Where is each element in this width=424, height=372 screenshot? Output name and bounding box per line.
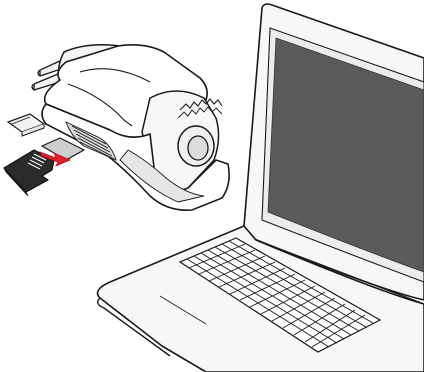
dash-camera-icon <box>8 45 229 210</box>
camera-lens-inner <box>188 136 208 160</box>
